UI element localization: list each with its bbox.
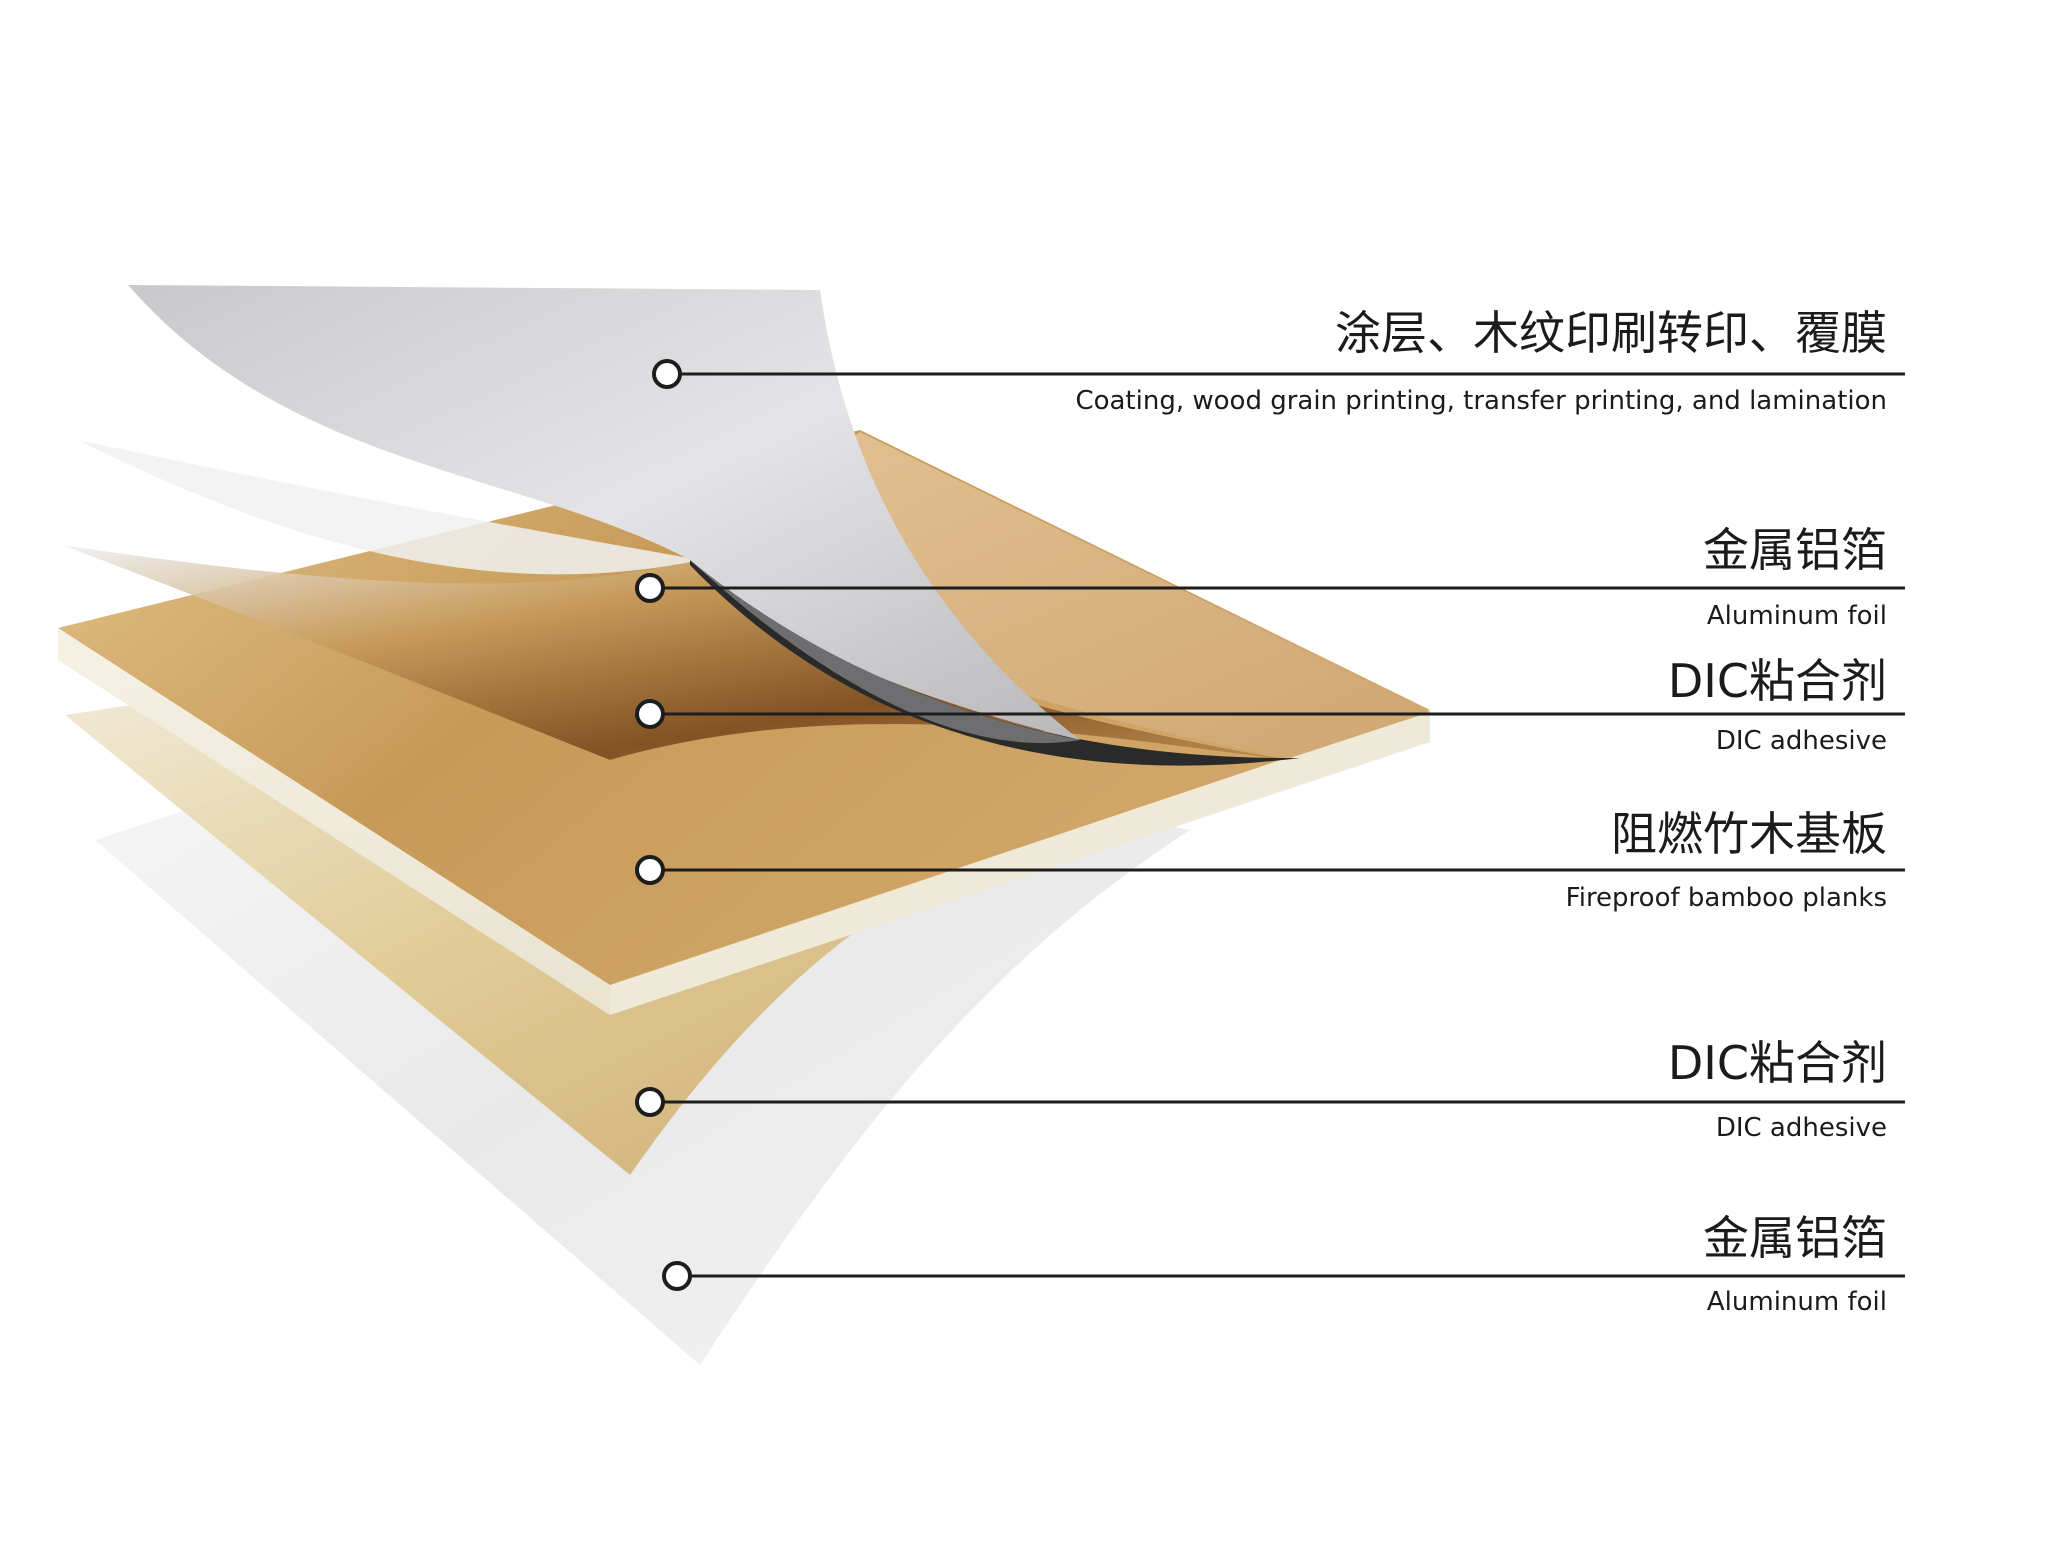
layer-3-chinese-label: DIC粘合剂 [1667,654,1887,708]
marker-dot-5 [635,1087,665,1117]
layer-4-chinese-label: 阻燃竹木基板 [1611,807,1887,861]
marker-dot-4 [635,855,665,885]
layer-4-english-label: Fireproof bamboo planks [1565,883,1887,913]
marker-dot-6 [662,1261,692,1291]
bamboo-board-side [610,710,1430,1015]
layer-1-chinese-label: 涂层、木纹印刷转印、覆膜 [1335,306,1887,360]
top-coating-foil [128,285,1080,740]
layer-6-chinese-label: 金属铝箔 [1703,1211,1887,1265]
bamboo-board-edge [58,628,610,1015]
faint-upper-sheet [78,440,700,575]
marker-dot-3 [635,699,665,729]
layer-5-chinese-label: DIC粘合剂 [1667,1036,1887,1090]
layer-5-english-label: DIC adhesive [1715,1113,1887,1143]
layer-2-chinese-label: 金属铝箔 [1703,523,1887,577]
marker-dot-1 [652,359,682,389]
layer-2-english-label: Aluminum foil [1706,601,1887,631]
layer-6-english-label: Aluminum foil [1706,1287,1887,1317]
layer-1-english-label: Coating, wood grain printing, transfer p… [1075,386,1887,416]
marker-dot-2 [635,573,665,603]
layer-3-english-label: DIC adhesive [1715,726,1887,756]
